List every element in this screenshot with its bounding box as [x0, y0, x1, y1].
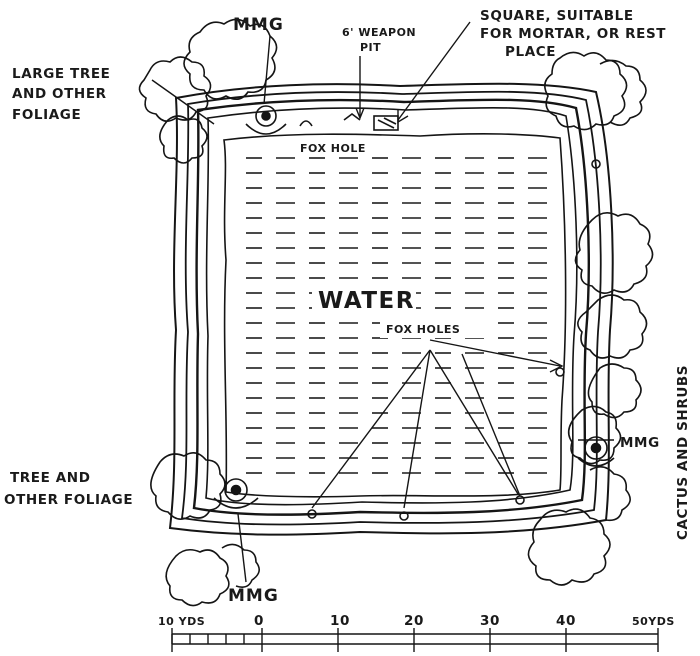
foliage-bottom-left: [150, 452, 260, 607]
label-large-tree-line2: AND OTHER: [12, 86, 107, 102]
mmg-emplacement-top: [255, 105, 277, 127]
fox-hole-4: [555, 367, 565, 377]
fox-hole-2: [399, 511, 409, 521]
label-square-line2: FOR MORTAR, OR REST: [480, 26, 666, 42]
pond-banks: [168, 82, 614, 536]
label-fox-holes: FOX HOLES: [386, 323, 460, 336]
label-tree-line1: TREE AND: [10, 470, 91, 486]
label-cactus-shrubs: CACTUS AND SHRUBS: [675, 365, 691, 540]
mortar-square: [373, 115, 399, 131]
label-mmg-bottom: MMG: [228, 586, 279, 606]
label-mmg-right: MMG: [620, 435, 660, 451]
scale-tick-label-10: 10: [330, 613, 350, 629]
fox-hole-marks: [213, 105, 615, 521]
scale-tick-label-20: 20: [404, 613, 424, 629]
leader-lines: [151, 21, 614, 583]
foliage-right-cactus: [567, 212, 654, 465]
label-tree-line2: OTHER FOLIAGE: [4, 492, 133, 508]
label-large-tree-line1: LARGE TREE: [12, 66, 111, 82]
scale-tick-label-50yds: 50YDS: [632, 615, 675, 628]
label-water: WATER: [318, 288, 415, 314]
mmg-emplacement-right: [584, 436, 608, 460]
label-mmg-top: MMG: [233, 15, 284, 35]
scale-tick-label-10yds: 10 YDS: [158, 615, 205, 628]
label-weapon-pit-line1: 6' WEAPON: [342, 26, 416, 39]
fox-hole-1: [307, 509, 317, 519]
scale-tick-label-0: 0: [254, 613, 264, 629]
label-square-line3: PLACE: [505, 44, 556, 60]
scale-tick-label-30: 30: [480, 613, 500, 629]
scale-bar: 10 YDS 0 10 20 30 40 50YDS: [158, 613, 675, 652]
foliage-bottom-right: [527, 466, 631, 586]
fox-hole-5: [591, 159, 601, 169]
label-weapon-pit-line2: PIT: [360, 41, 381, 54]
mmg-emplacement-bottom: [224, 478, 248, 502]
scale-tick-label-40: 40: [556, 613, 576, 629]
label-fox-hole-top: FOX HOLE: [300, 142, 366, 155]
label-large-tree-line3: FOLIAGE: [12, 107, 81, 123]
fox-hole-3: [515, 495, 525, 505]
fox-holes-label-backing: [380, 318, 498, 338]
label-square-line1: SQUARE, SUITABLE: [480, 8, 634, 24]
water-label-backing: [312, 284, 416, 316]
